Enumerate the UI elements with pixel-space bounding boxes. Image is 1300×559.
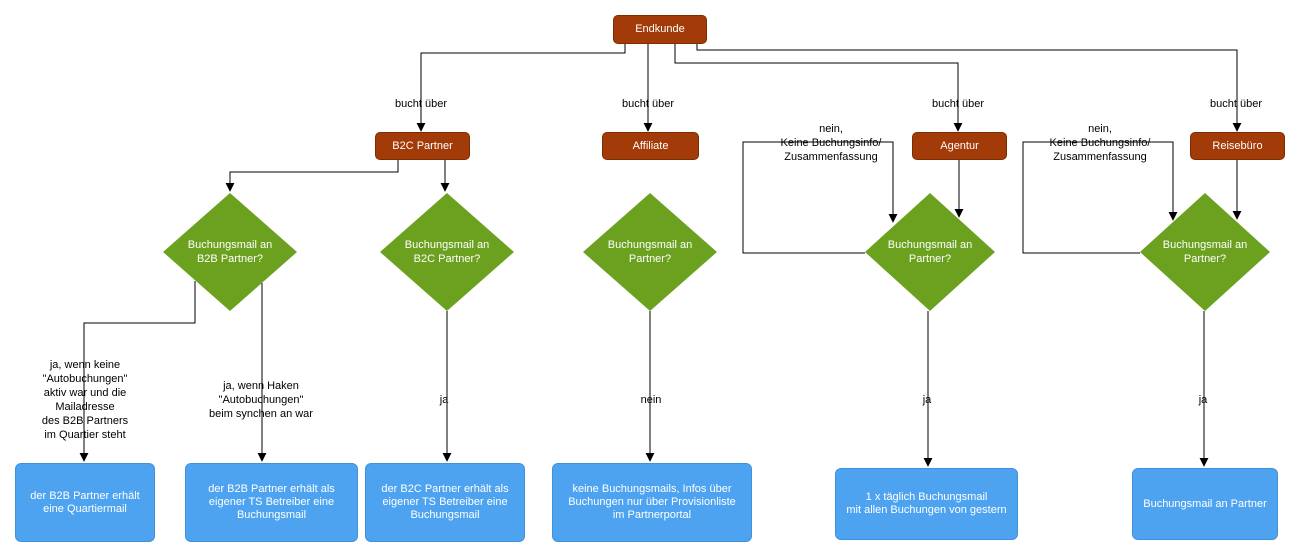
decision-b2b-partner-label: Buchungsmail an B2B Partner?: [187, 239, 273, 265]
edge-endkunde-to-agentur: [674, 44, 963, 132]
outcome-quartiermail-label: der B2B Partner erhält eine Quartiermail: [30, 489, 140, 515]
decision-agentur-partner: Buchungsmail an Partner?: [865, 193, 995, 311]
node-agentur-label: Agentur: [940, 139, 979, 152]
edge-endkunde-to-b2c-partner: [416, 44, 626, 132]
edge-b2c-partner-to-b2b-decision: [225, 160, 399, 192]
edge-label-bucht-ueber-affiliate: bucht über: [622, 98, 674, 110]
outcome-taeglich-buchungsmail-label: 1 x täglich Buchungsmail mit allen Buchu…: [846, 491, 1007, 516]
outcome-b2c-ts-buchungsmail-label: der B2C Partner erhält als eigener TS Be…: [381, 483, 509, 521]
edge-label-ja-b2c: ja: [439, 394, 449, 406]
decision-b2b-partner: Buchungsmail an B2B Partner?: [163, 193, 297, 311]
node-reisebuero-label: Reisebüro: [1212, 139, 1263, 152]
edge-label-ja-wenn-haken: ja, wenn Haken "Autobuchungen" beim sync…: [209, 380, 313, 420]
edge-label-bucht-ueber-b2c: bucht über: [395, 98, 447, 110]
decision-agentur-partner-label: Buchungsmail an Partner?: [887, 239, 973, 265]
edge-label-nein-affiliate: nein: [640, 394, 662, 406]
decision-reisebuero-partner: Buchungsmail an Partner?: [1140, 193, 1270, 311]
decision-reisebuero-partner-label: Buchungsmail an Partner?: [1162, 239, 1248, 265]
edge-label-ja-reisebuero: ja: [1198, 394, 1208, 406]
outcome-taeglich-buchungsmail: 1 x täglich Buchungsmail mit allen Buchu…: [835, 468, 1018, 540]
node-affiliate-label: Affiliate: [632, 139, 669, 152]
node-endkunde-label: Endkunde: [635, 23, 685, 35]
edge-label-nein-keine-info-agentur: nein, Keine Buchungsinfo/ Zusammenfassun…: [780, 123, 882, 163]
edge-label-bucht-ueber-agentur: bucht über: [932, 98, 984, 110]
edge-label-nein-keine-info-reisebuero: nein, Keine Buchungsinfo/ Zusammenfassun…: [1049, 123, 1151, 163]
outcome-b2c-ts-buchungsmail: der B2C Partner erhält als eigener TS Be…: [365, 463, 525, 542]
outcome-buchungsmail-partner-label: Buchungsmail an Partner: [1143, 497, 1267, 510]
decision-b2c-partner: Buchungsmail an B2C Partner?: [380, 193, 514, 311]
node-affiliate: Affiliate: [602, 132, 699, 160]
outcome-provisionsliste: keine Buchungsmails, Infos über Buchunge…: [552, 463, 752, 542]
edge-label-bucht-ueber-reisebuero: bucht über: [1210, 98, 1262, 110]
node-b2c-partner: B2C Partner: [375, 132, 470, 160]
edge-label-ja-agentur: ja: [922, 394, 932, 406]
outcome-provisionsliste-label: keine Buchungsmails, Infos über Buchunge…: [568, 483, 736, 521]
node-endkunde: Endkunde: [613, 15, 707, 44]
decision-b2c-partner-label: Buchungsmail an B2C Partner?: [404, 239, 490, 265]
node-reisebuero: Reisebüro: [1190, 132, 1285, 160]
edge-endkunde-to-reisebuero: [696, 44, 1242, 132]
decision-affiliate-partner-label: Buchungsmail an Partner?: [607, 239, 693, 265]
outcome-b2b-ts-buchungsmail: der B2B Partner erhält als eigener TS Be…: [185, 463, 358, 542]
node-b2c-partner-label: B2C Partner: [392, 139, 453, 152]
outcome-b2b-ts-buchungsmail-label: der B2B Partner erhält als eigener TS Be…: [208, 483, 335, 521]
decision-affiliate-partner: Buchungsmail an Partner?: [583, 193, 717, 311]
outcome-buchungsmail-partner: Buchungsmail an Partner: [1132, 468, 1278, 540]
node-agentur: Agentur: [912, 132, 1007, 160]
outcome-quartiermail: der B2B Partner erhält eine Quartiermail: [15, 463, 155, 542]
edge-label-ja-wenn-keine: ja, wenn keine "Autobuchungen" aktiv war…: [41, 359, 129, 441]
